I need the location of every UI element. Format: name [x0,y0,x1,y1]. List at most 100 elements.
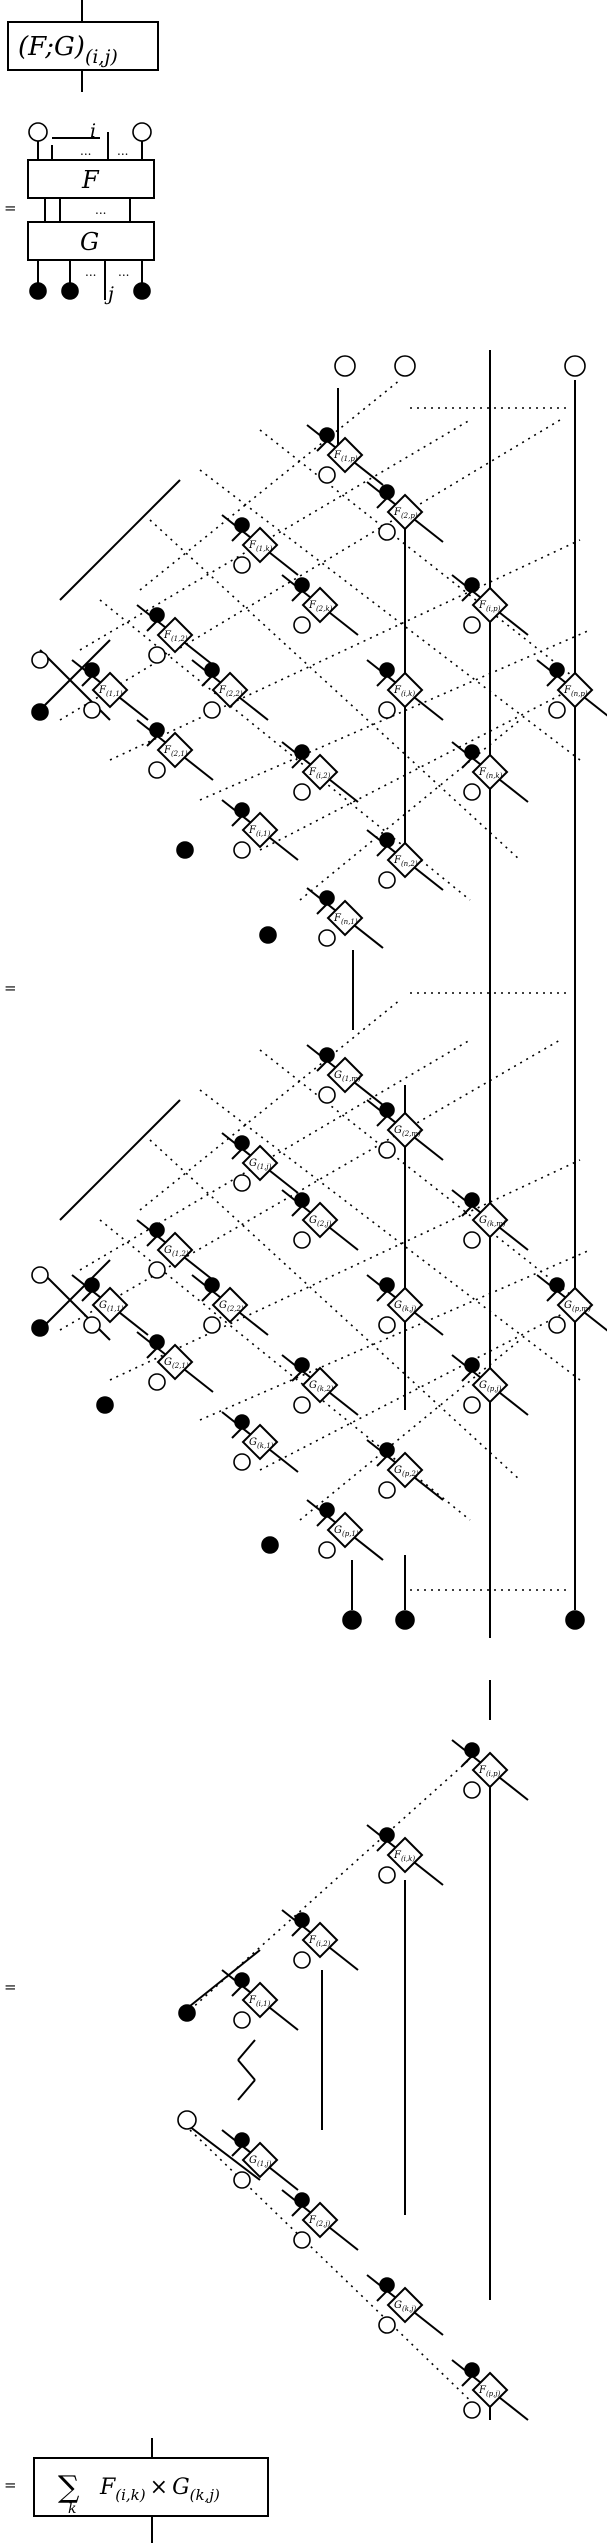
ellipsis: ... [95,203,106,217]
g-node-label: G(p,m) [564,1300,591,1313]
black-node [234,1972,250,1988]
white-node [148,646,166,664]
g-node-box [471,1366,509,1404]
black-node [234,2132,250,2148]
result-f-index: (i,k) [115,2486,146,2504]
lattice-panel: = F(1,p)F(2,p)F(1,k)F(2,k)F(i,p)F(1,2)F(… [4,350,607,1638]
f-node: F(2,j) [281,2189,359,2251]
input-white-node [564,355,586,377]
g-node: G(1,m) [306,1044,384,1106]
f-node: F(i,p) [451,574,529,636]
f-node: F(2,k) [281,574,359,636]
black-node [294,1357,310,1373]
black-node [294,744,310,760]
index-i: i [90,120,96,142]
f-node-label: F(n,1) [333,913,358,926]
f-node-label: F(1,k) [248,540,273,553]
g-lattice: G(1,m)G(2,m)G(1,j)G(2,j)G(k,m)G(1,2)G(k,… [31,999,607,1561]
f-node: F(i,k) [366,1824,444,1886]
f-node-label: F(i,2) [308,767,331,780]
g-node-label: G(1,j) [249,1158,272,1171]
g-node: G(p,m) [536,1274,607,1334]
f-node-label: F(1,2) [163,630,188,643]
f-node-label: F(n,k) [478,767,503,780]
black-node [464,577,480,593]
f-node: F(2,2) [191,659,269,721]
reduced-panel: = F(i,p)F(i,k)F(i,2)F(i,1)G(1,j)F(2,j)G(… [4,1680,529,2421]
g-node-label: G(2,m) [394,1125,421,1138]
g-node-box [241,1423,279,1461]
white-node [293,783,311,801]
index-j: j [104,283,114,305]
white-node [463,1231,481,1249]
f-node-box [326,436,364,474]
f-node-label: F(n,2) [393,855,418,868]
g-node: G(1,1) [71,1274,149,1336]
g-node: G(k,j) [366,1274,444,1336]
ellipsis: ... [85,265,96,279]
g-node: G(p,2) [366,1439,444,1501]
g-node: G(k,j) [366,2274,444,2336]
g-node-label: G(2,1) [164,1357,189,1370]
f-node-label: F(1,1) [98,685,123,698]
black-node [379,484,395,500]
composite-label: (F;G) [18,32,85,62]
black-node [319,890,335,906]
white-node [548,701,566,719]
f-node-box [471,1751,509,1789]
black-node [379,1827,395,1843]
black-node [149,1222,165,1238]
black-node [176,841,194,859]
f-box [27,159,155,199]
f-node-label: F(i,p) [478,600,501,613]
g-node: G(1,j) [221,1132,299,1194]
black-node [319,1047,335,1063]
ellipsis: ... [118,265,129,279]
g-node-box [156,1343,194,1381]
composite-box-panel: (F;G)(i,j) [7,0,159,92]
output-black-node [342,1610,362,1630]
result-g-index: (k,j) [190,2486,220,2504]
g-node-box [211,1286,249,1324]
ellipsis: ... [80,144,91,158]
black-node [149,722,165,738]
f-lattice: F(1,p)F(2,p)F(1,k)F(2,k)F(i,p)F(1,2)F(i,… [31,379,607,949]
svg-text:F(i,k)×G(k,j): F(i,k)×G(k,j) [99,2475,220,2504]
output-black-node [29,282,47,300]
g-node-label: G(k,1) [249,1437,274,1450]
f-node: F(i,2) [281,1909,359,1971]
white-node [31,651,49,669]
g-node-label: G(p,j) [479,1380,502,1393]
f-node-box [301,1921,339,1959]
black-node [379,1102,395,1118]
g-node-label: G(k,m) [479,1215,506,1228]
g-node-box [386,1451,424,1489]
white-node [177,2110,197,2130]
black-node [319,427,335,443]
f-node-label: F(i,2) [308,1935,331,1948]
f-node-box [471,753,509,791]
f-node: F(n,p) [536,659,607,719]
white-node [378,701,396,719]
white-node [378,1481,396,1499]
f-node: F(n,1) [306,887,384,949]
black-node [149,607,165,623]
white-node [233,556,251,574]
black-node [234,1135,250,1151]
white-node [463,783,481,801]
black-node [31,703,49,721]
f-node-box [386,671,424,709]
g-node-label: G(1,m) [334,1070,361,1083]
white-node [148,761,166,779]
black-node [261,1536,279,1554]
g-node: G(2,2) [191,1274,269,1336]
f-node-box [471,2371,509,2409]
black-node [379,662,395,678]
white-node [203,701,221,719]
black-node [294,1192,310,1208]
f-node: F(1,p) [306,424,384,486]
f-node-box [156,731,194,769]
white-node [293,616,311,634]
g-node-box [301,1366,339,1404]
